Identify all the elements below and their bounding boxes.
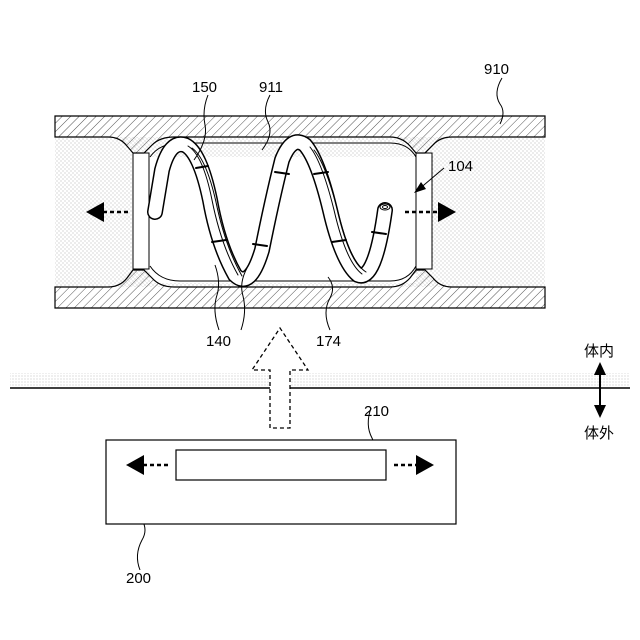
label-inside-body: 体内 bbox=[584, 342, 614, 360]
body-surface bbox=[10, 373, 630, 388]
label-200: 200 bbox=[126, 570, 151, 587]
label-104: 104 bbox=[448, 158, 473, 175]
label-910: 910 bbox=[484, 61, 509, 78]
element-210 bbox=[176, 450, 386, 480]
label-210: 210 bbox=[364, 403, 389, 420]
external-device-200 bbox=[106, 440, 456, 524]
label-outside-body: 体外 bbox=[584, 424, 614, 442]
label-140: 140 bbox=[206, 333, 231, 350]
label-911: 911 bbox=[259, 79, 283, 96]
up-down-arrow-icon bbox=[594, 362, 606, 418]
label-174: 174 bbox=[316, 333, 341, 350]
label-150: 150 bbox=[192, 79, 217, 96]
